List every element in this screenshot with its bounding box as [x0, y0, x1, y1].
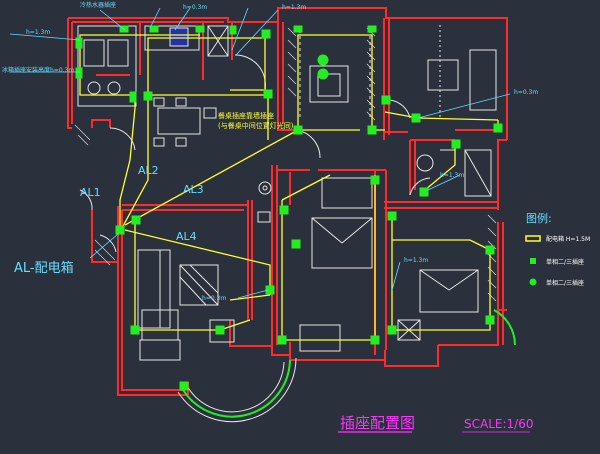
- circuit-label-al2: AL2: [138, 164, 159, 177]
- title-block: 插座配置图 SCALE:1/60: [338, 414, 533, 433]
- legend-item-0: 配电箱 H=1.5M: [546, 235, 590, 243]
- annotation-top-small-3: h=1.3m: [282, 4, 306, 11]
- outlet-icon: [131, 215, 141, 225]
- legend-item-2: 单相二/三插座: [546, 279, 584, 287]
- outlet-icon: [419, 187, 429, 197]
- outlet-icon: [75, 37, 83, 49]
- annotation-living: h=0.3m: [202, 295, 226, 302]
- outlet-icon: [485, 315, 495, 325]
- outlet-icon: [367, 25, 377, 33]
- leader-lines: [9, 7, 511, 299]
- outlet-legend-icon-2: [529, 278, 537, 286]
- drawing-scale: SCALE:1/60: [464, 417, 533, 431]
- annotation-dining: 餐桌插座靠墙插座: [218, 111, 274, 120]
- annotation-top-small-1: 冷热水器插座: [80, 1, 116, 9]
- outlet-icon: [370, 335, 380, 345]
- outlet-icon: [293, 25, 303, 33]
- annotation-bed: h=1.3m: [404, 257, 428, 264]
- outlet-icon: [130, 325, 140, 335]
- outlet-icon: [493, 123, 503, 133]
- annotation-right-top: h=0.3m: [514, 89, 538, 96]
- walls: [67, 7, 508, 396]
- outlet-icon: [277, 335, 287, 345]
- outlet-legend-icon: [530, 258, 536, 264]
- outlet-icon: [149, 25, 159, 33]
- circuit-label-al3: AL3: [183, 183, 204, 196]
- circuit-label-al1: AL1: [80, 186, 101, 199]
- outlet-symbols: [75, 25, 503, 391]
- outlet-icon: [75, 67, 83, 79]
- outlet-icon: [485, 245, 495, 255]
- outlet-icon: [317, 68, 329, 80]
- outlet-icon: [317, 54, 329, 66]
- legend-heading: 图例:: [526, 211, 552, 225]
- annotation-right-mid: h=1.3m: [440, 172, 464, 179]
- outlet-icon: [367, 125, 377, 135]
- panel-box-icon: [525, 235, 541, 242]
- outlet-icon: [179, 381, 189, 391]
- outlet-icon: [263, 89, 273, 99]
- dining-notes: 餐桌插座靠墙插座 (与餐桌中间位置灯光同): [218, 111, 294, 130]
- outlet-icon: [279, 205, 289, 215]
- panel-label: AL-配电箱: [14, 260, 74, 276]
- outlet-icon: [143, 91, 153, 101]
- annotation-dining-2: (与餐桌中间位置灯光同): [218, 121, 294, 130]
- outlet-icon: [195, 25, 205, 33]
- outlet-icon: [411, 113, 421, 123]
- outlet-icon: [387, 325, 397, 335]
- outlet-icon: [381, 95, 391, 105]
- legend-item-1: 单相二/三插座: [546, 258, 584, 266]
- annotation-top-left-1: h=1.3m: [26, 29, 50, 36]
- outlet-icon: [291, 239, 301, 249]
- outlet-icon: [261, 29, 271, 39]
- outlet-icon: [115, 225, 125, 235]
- circuit-labels: AL1 AL2 AL3 AL4 AL-配电箱: [14, 164, 204, 276]
- outlet-icon: [215, 325, 225, 335]
- outlet-icon: [370, 175, 380, 185]
- circuit-label-al4: AL4: [176, 230, 197, 243]
- outlet-icon: [129, 91, 137, 103]
- annotation-top-left-2: 冰箱插座安装高度h=0.3m: [2, 66, 74, 74]
- outlet-icon: [229, 25, 237, 35]
- bay-window: [177, 309, 516, 423]
- annotations: h=1.3m 冰箱插座安装高度h=0.3m 冷热水器插座 h=0.3m h=1.…: [2, 1, 538, 302]
- outlet-icon: [451, 139, 461, 149]
- outlet-icon: [387, 211, 397, 221]
- annotation-top-small-2: h=0.3m: [183, 4, 207, 11]
- furniture: [77, 25, 497, 361]
- outlet-icon: [293, 125, 303, 135]
- drawing-title: 插座配置图: [340, 414, 415, 432]
- legend: 图例: 配电箱 H=1.5M 单相二/三插座 单相二/三插座: [525, 211, 590, 287]
- outlet-icon: [265, 285, 275, 295]
